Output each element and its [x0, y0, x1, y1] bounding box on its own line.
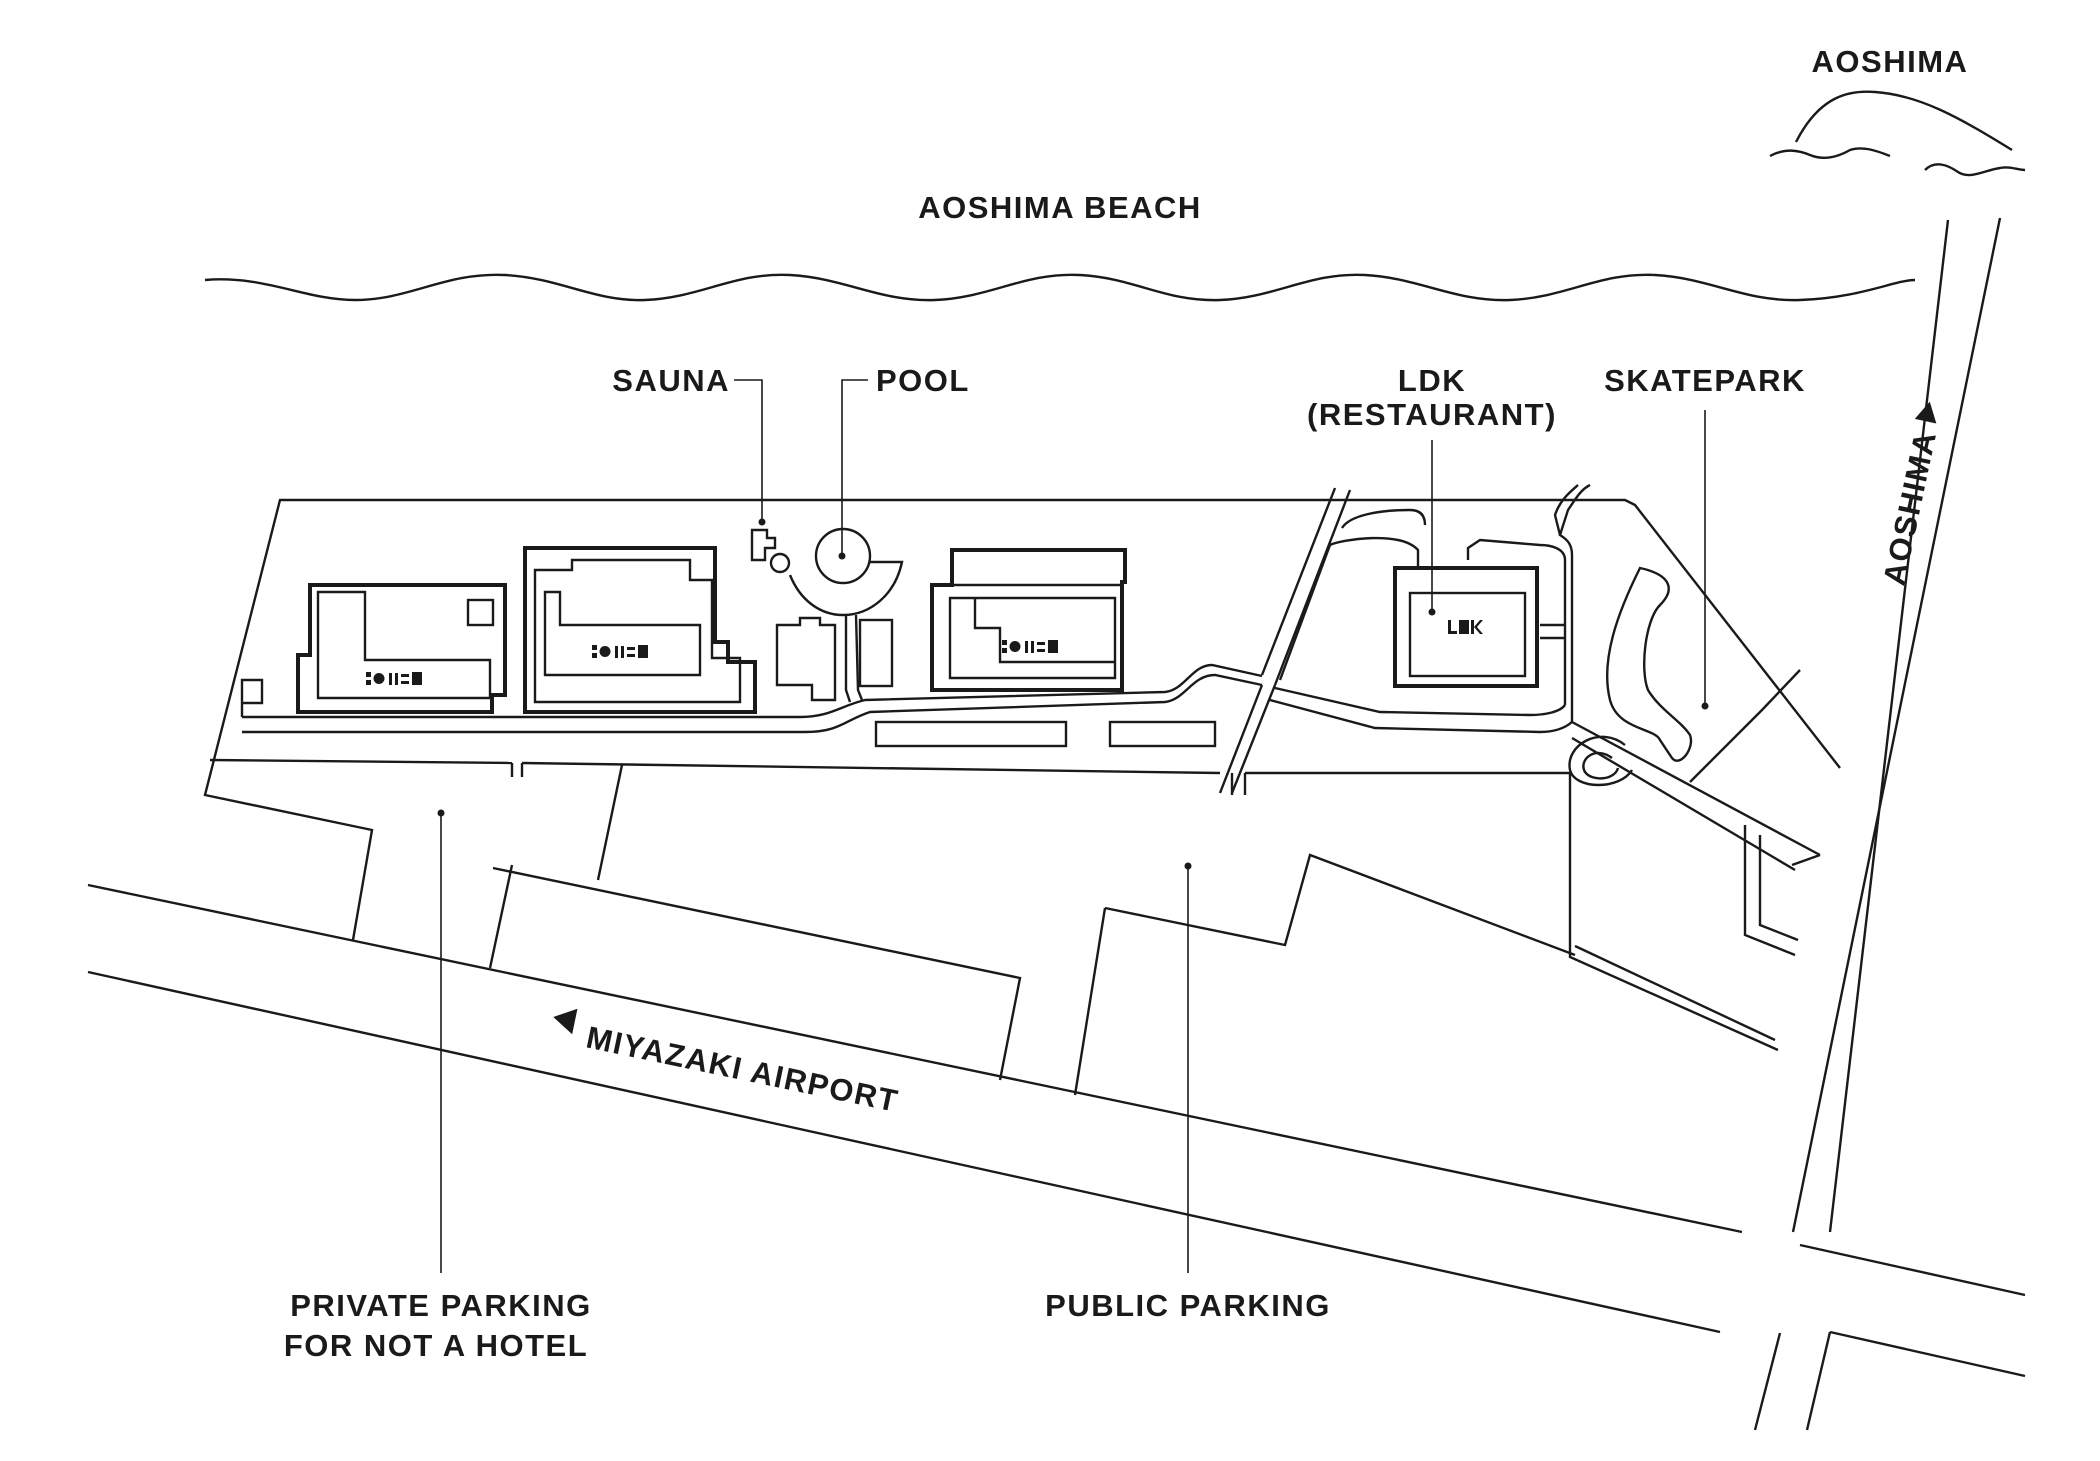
- villa-logo-icon: [366, 672, 422, 685]
- aoshima-island-icon: [1769, 90, 2026, 177]
- aoshima-road-label-group: AOSHIMA: [1876, 401, 1943, 588]
- aoshima-beach-label: AOSHIMA BEACH: [918, 190, 1202, 225]
- skatepark-label: SKATEPARK: [1604, 363, 1806, 398]
- ldk-restaurant-label: (RESTAURANT): [1307, 397, 1557, 432]
- villa-building: [930, 548, 1127, 692]
- parking-strip: [874, 720, 1068, 748]
- skatepark: [1606, 566, 1801, 783]
- internal-paths: [240, 663, 1263, 734]
- small-building: [775, 616, 837, 702]
- sauna-label: SAUNA: [612, 363, 730, 398]
- property-boundary: [203, 498, 1841, 1052]
- villa-logo-icon: [1002, 640, 1058, 653]
- public-parking-label: PUBLIC PARKING: [1045, 1288, 1331, 1323]
- miyazaki-airport-label: MIYAZAKI AIRPORT: [583, 1020, 901, 1119]
- ldk-logo-icon: [1448, 620, 1483, 634]
- aoshima-road-label: AOSHIMA: [1876, 427, 1943, 588]
- sauna-building: [750, 528, 791, 574]
- aoshima-road: [1753, 217, 2026, 1431]
- villa-logo-icon: [592, 645, 648, 658]
- private-parking-sublabel: FOR NOT A HOTEL: [284, 1328, 588, 1363]
- airport-road-label-group: MIYAZAKI AIRPORT: [553, 1008, 902, 1119]
- leader-lines: [437, 379, 1709, 1273]
- shoreline: [204, 273, 1916, 302]
- villa-building: [296, 583, 507, 714]
- ldk-building: [1393, 566, 1539, 688]
- small-building: [858, 618, 894, 688]
- aoshima-island-label: AOSHIMA: [1812, 44, 1969, 79]
- airport-road: [87, 883, 1743, 1334]
- arrow-left-icon: [553, 1008, 578, 1035]
- private-parking-label: PRIVATE PARKING: [290, 1288, 592, 1323]
- ldk-label: LDK: [1398, 363, 1466, 398]
- pool: [788, 527, 904, 703]
- ldk-roads: [1218, 483, 1821, 957]
- parking-strip: [1108, 720, 1217, 748]
- parking-lots: [488, 764, 1576, 1096]
- villa-building: [523, 546, 757, 714]
- arrow-right-icon: [1914, 401, 1937, 424]
- pool-label: POOL: [876, 363, 970, 398]
